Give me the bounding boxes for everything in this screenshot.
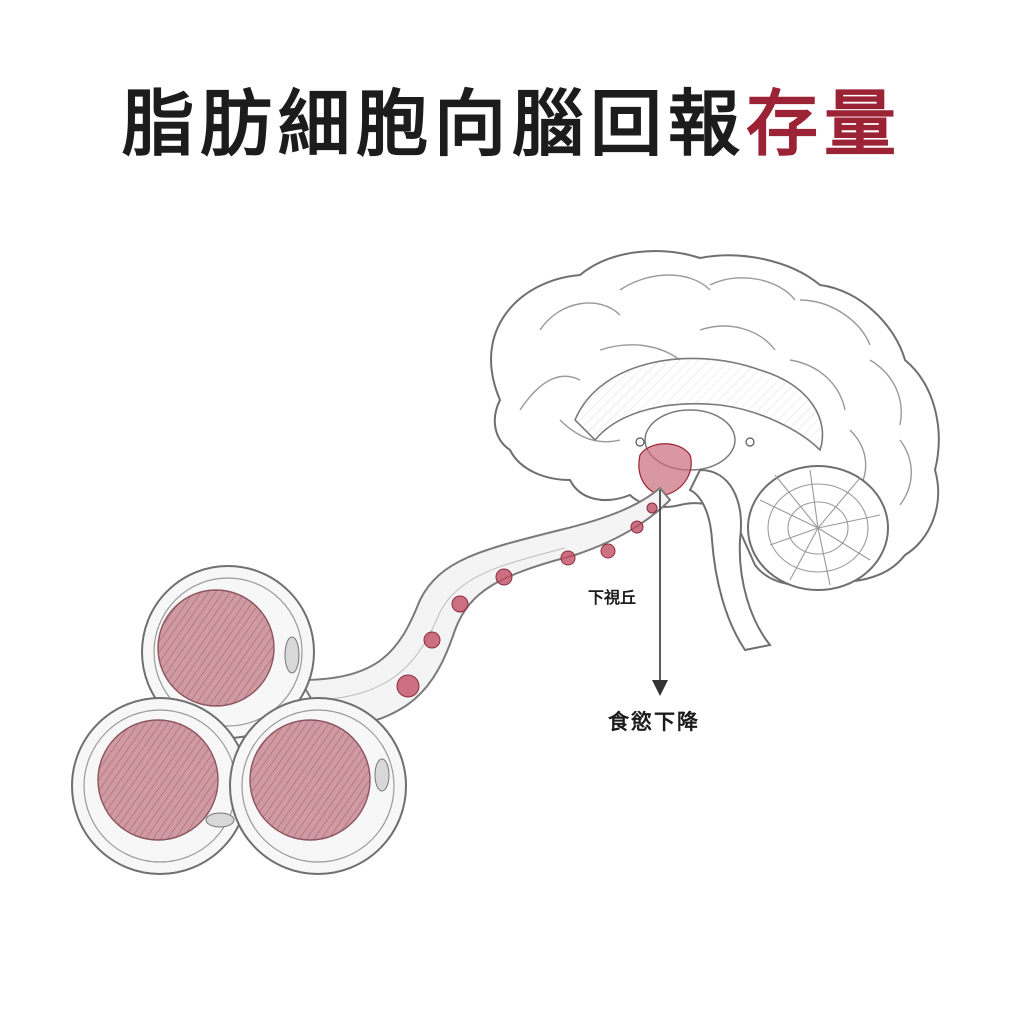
signal-dot <box>630 520 644 534</box>
brain-gyri <box>519 274 912 556</box>
signal-dot <box>423 631 441 649</box>
fat-cell <box>141 565 315 739</box>
fat-cell <box>71 697 249 875</box>
signal-dot <box>600 543 616 559</box>
signal-dot <box>451 595 469 613</box>
signal-dot <box>646 502 658 514</box>
vessel-tube <box>298 486 672 732</box>
signal-dot <box>560 550 576 566</box>
hypothalamus-label: 下視丘 <box>588 588 637 607</box>
fat-cell <box>229 697 407 875</box>
brain <box>490 250 940 652</box>
corpus-callosum <box>574 357 824 452</box>
brainstem <box>688 468 772 652</box>
title-main: 脂肪細胞向腦回報 <box>121 82 746 166</box>
signal-vessel <box>298 486 672 732</box>
hypothalamus-region <box>638 443 692 496</box>
page-title: 脂肪細胞向腦回報存量 <box>0 88 1024 160</box>
cerebellum <box>747 465 889 591</box>
appetite-decrease-label: 食慾下降 <box>608 710 700 734</box>
signal-dot <box>495 568 513 586</box>
fat-cells <box>71 565 407 875</box>
signal-dot <box>396 674 420 698</box>
title-highlight: 存量 <box>746 82 903 166</box>
